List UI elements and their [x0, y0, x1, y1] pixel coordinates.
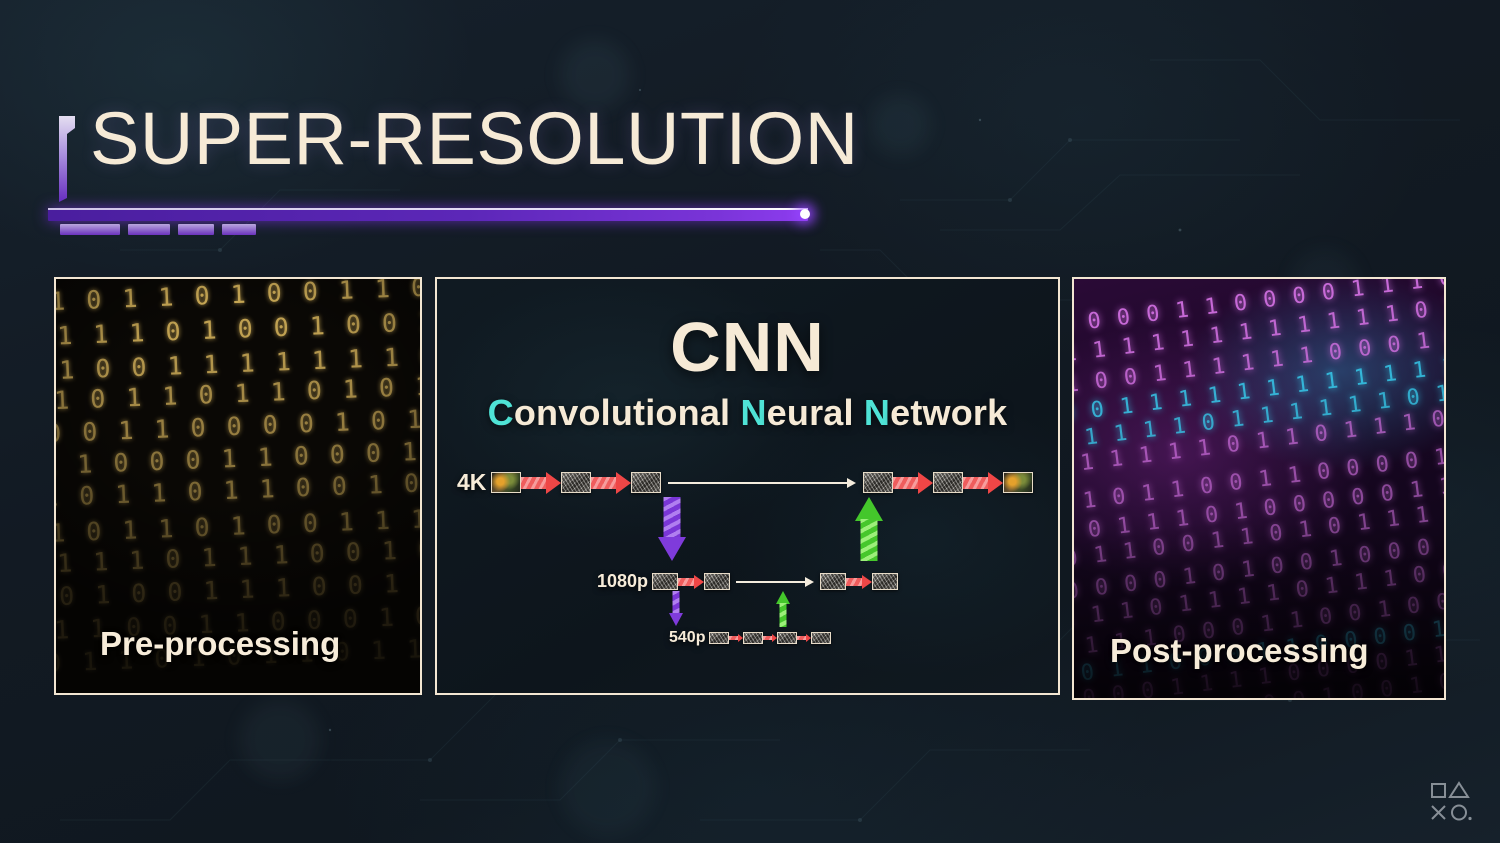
thumbnail-4k-deconv-1: [863, 472, 894, 493]
cnn-diagram: 4K: [437, 279, 1058, 693]
arrow-red-4k-1: [521, 471, 562, 494]
cnn-subheading-text: eural: [766, 392, 864, 433]
title-underline: [48, 202, 818, 235]
resolution-label-4k: 4K: [457, 469, 487, 495]
binary-digit-row: 1 0 1 1 0 1 0 0 1 1 0 0 0 1 0 1 0 1: [54, 277, 422, 317]
binary-digit-row: 1 0 0 1 1 1 1 1 1 1 0 1 0 1 0 1 0 0 1 1 …: [58, 326, 422, 385]
upsample-arrow-1080p-to-4k: [855, 497, 883, 561]
cnn-subheading-initial: N: [740, 392, 767, 433]
arrow-red-4k-3: [893, 471, 934, 494]
downsample-arrow-1080p-to-540p: [669, 591, 683, 627]
arrow-red-4k-2: [591, 471, 632, 494]
background-bokeh: [240, 700, 320, 780]
binary-digit-row: 0 1 0 0 1 1 1 0 0 1 1 0 1 1 0: [58, 562, 422, 612]
diagram-row-4k: 4K: [457, 469, 1034, 496]
binary-digit-row: 1 1 1 0 1 1 1 0 0 1 0 1 1 0 1: [56, 529, 422, 579]
binary-digit-row: 1 0 1 1 0 1 1 0 0 1 0 1 1 1 0: [54, 463, 422, 513]
upsample-arrow-540p-to-1080p: [776, 591, 790, 627]
cnn-subheading-initial: C: [487, 392, 514, 433]
title-dash-group: [60, 224, 256, 235]
title-underline-bar: [48, 208, 808, 221]
title-bracket-icon: [59, 116, 75, 202]
arrow-red-1080p-2: [846, 574, 873, 589]
title-underline-highlight: [48, 208, 808, 210]
playstation-shapes-logo: [1431, 781, 1472, 821]
thumbnail-4k-input: [491, 472, 522, 493]
resolution-label-1080p: 1080p: [597, 571, 649, 591]
arrow-red-540p-1: [729, 634, 744, 642]
page-title: SUPER-RESOLUTION: [90, 97, 859, 180]
thumbnail-540p-3: [777, 632, 798, 644]
thumbnail-4k-conv-2: [631, 472, 662, 493]
thumbnail-540p-1: [709, 632, 730, 644]
thumbnail-1080p-conv-1: [704, 573, 731, 590]
post-processing-label: Post-processing: [1110, 632, 1369, 669]
thumbnail-4k-conv-1: [561, 472, 592, 493]
arrow-white-4k-skip: [668, 476, 857, 490]
cnn-panel: CNN Convolutional Neural Network 4K: [435, 277, 1060, 695]
thumbnail-4k-output: [1003, 472, 1034, 493]
cnn-subheading-initial: N: [863, 392, 891, 433]
pre-processing-label: Pre-processing: [100, 625, 341, 662]
arrow-red-1080p-1: [678, 574, 705, 589]
downsample-arrow-4k-to-1080p: [658, 497, 686, 561]
thumbnail-540p-2: [743, 632, 764, 644]
cnn-subheading-text: onvolutional: [513, 392, 741, 433]
diagram-row-540p: 540p: [669, 629, 832, 647]
cnn-heading: CNN: [670, 308, 825, 386]
page-title-block: SUPER-RESOLUTION: [44, 97, 858, 235]
title-dash: [178, 224, 214, 235]
binary-digit-row: 1 0 1 1 0 1 0 0 1 1 1 0 1 0 1 0 1 0 1: [54, 493, 422, 548]
title-dash: [128, 224, 170, 235]
thumbnail-1080p-output: [872, 573, 899, 590]
resolution-label-540p: 540p: [669, 629, 706, 646]
background-bokeh: [560, 740, 655, 835]
binary-digit-row: 1 0 1 1 0 1 1 0 1 0 1 0 1 0 1 0 1 1: [54, 362, 422, 416]
thumbnail-1080p-input: [652, 573, 679, 590]
binary-digit-row: 1 1 1 0 1 0 0 1 0 0 1 0 0 1 0 0 1 1 1 1: [56, 294, 422, 351]
cnn-subheading-text: etwork: [890, 392, 1008, 433]
arrow-red-540p-3: [797, 634, 812, 642]
cnn-subheading: Convolutional Neural Network: [437, 392, 1058, 434]
binary-digit-row: 0 0 1 1 0 0 0 0 1 0 1 1 0 1 1 1 1 0: [54, 395, 422, 449]
thumbnail-4k-deconv-2: [933, 472, 964, 493]
arrow-red-540p-2: [763, 634, 778, 642]
thumbnail-540p-4: [811, 632, 832, 644]
diagram-row-1080p: 1080p: [597, 571, 899, 592]
background-bokeh: [870, 95, 930, 155]
thumbnail-1080p-deconv-1: [820, 573, 847, 590]
arrow-white-1080p-skip: [736, 575, 815, 589]
arrow-red-4k-4: [963, 471, 1004, 494]
title-dash: [60, 224, 120, 235]
title-dash: [222, 224, 256, 235]
title-underline-endpoint-dot: [800, 209, 810, 219]
binary-digit-row: 1 1 0 0 0 1 1 0 0 0 1 0 1 0 0 0 1: [54, 429, 421, 481]
